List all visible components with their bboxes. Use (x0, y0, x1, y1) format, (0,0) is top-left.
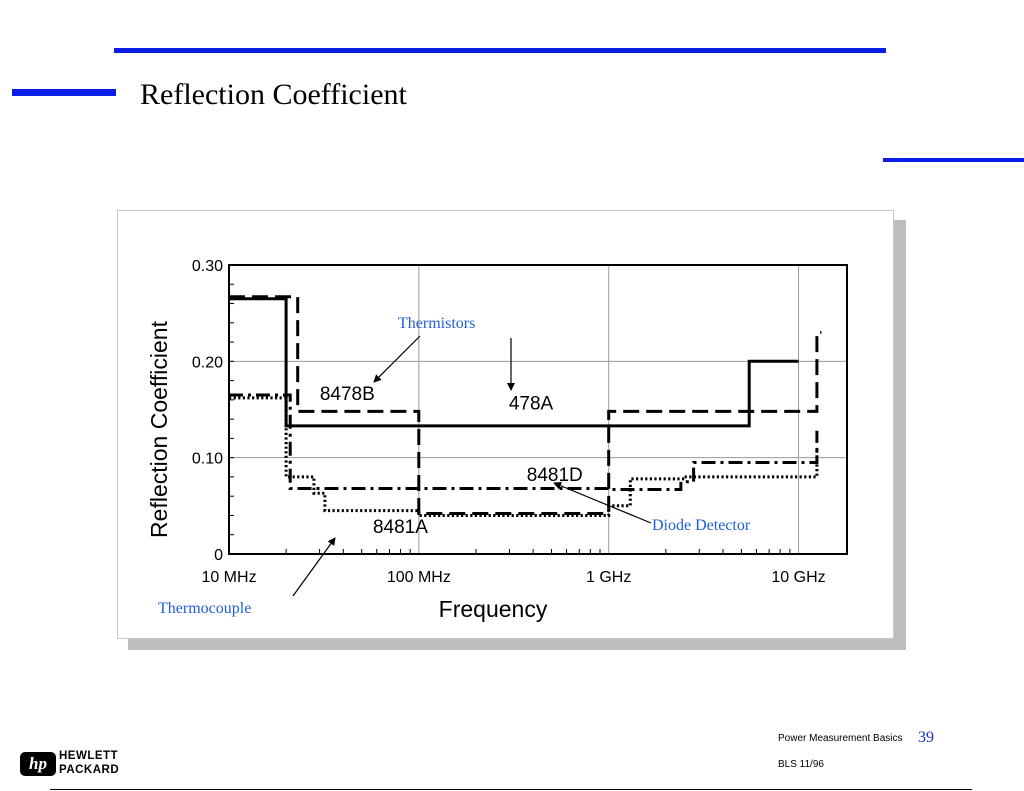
x-axis-title: Frequency (439, 596, 548, 622)
x-tick-label: 10 MHz (201, 569, 256, 586)
y-tick-label: 0.10 (192, 451, 223, 468)
slide-title: Reflection Coefficient (140, 78, 407, 111)
x-tick-label: 1 GHz (586, 569, 631, 586)
thermocouple-arrow (292, 537, 336, 597)
series-label-8481A: 8481A (373, 517, 428, 538)
x-tick-label: 10 GHz (771, 569, 825, 586)
y-tick-label: 0 (214, 547, 223, 564)
series-label-8478B: 8478B (320, 384, 375, 405)
logo-line-1: HEWLETT (59, 750, 119, 762)
left-accent-bar (12, 89, 116, 96)
diode-detector-arrow (553, 481, 652, 524)
series-8478B-line (229, 295, 822, 515)
x-tick-label: 100 MHz (387, 569, 451, 586)
series-8481A-line (229, 396, 819, 517)
plot-frame (228, 264, 848, 555)
thermistors-arrow-to-8478B (373, 335, 421, 383)
annotation-thermocouple: Thermocouple (158, 600, 252, 617)
page-number: 39 (918, 729, 934, 746)
right-accent-bar (883, 158, 1024, 162)
top-accent-bar (114, 48, 886, 53)
hp-logo-icon: hp (20, 752, 56, 776)
footer-title: Power Measurement Basics (778, 733, 903, 744)
y-axis-title: Reflection Coefficient (146, 320, 172, 538)
annotation-thermistors: Thermistors (398, 315, 476, 332)
series-8481D-line (229, 393, 819, 491)
annotation-diode-detector: Diode Detector (652, 517, 751, 534)
y-tick-label: 0.30 (192, 258, 223, 275)
series-478A-line (229, 297, 799, 428)
series-label-8481D: 8481D (527, 465, 583, 486)
footer-date: BLS 11/96 (778, 759, 824, 770)
logo-line-2: PACKARD (59, 764, 120, 776)
reflection-coefficient-chart: 8478B 478A 8481D 8481A 0 0.10 0.20 0.30 10 MHz 10… (146, 258, 848, 622)
y-tick-label: 0.20 (192, 354, 223, 371)
footer-rule (50, 789, 972, 790)
series-label-478A: 478A (509, 394, 554, 415)
